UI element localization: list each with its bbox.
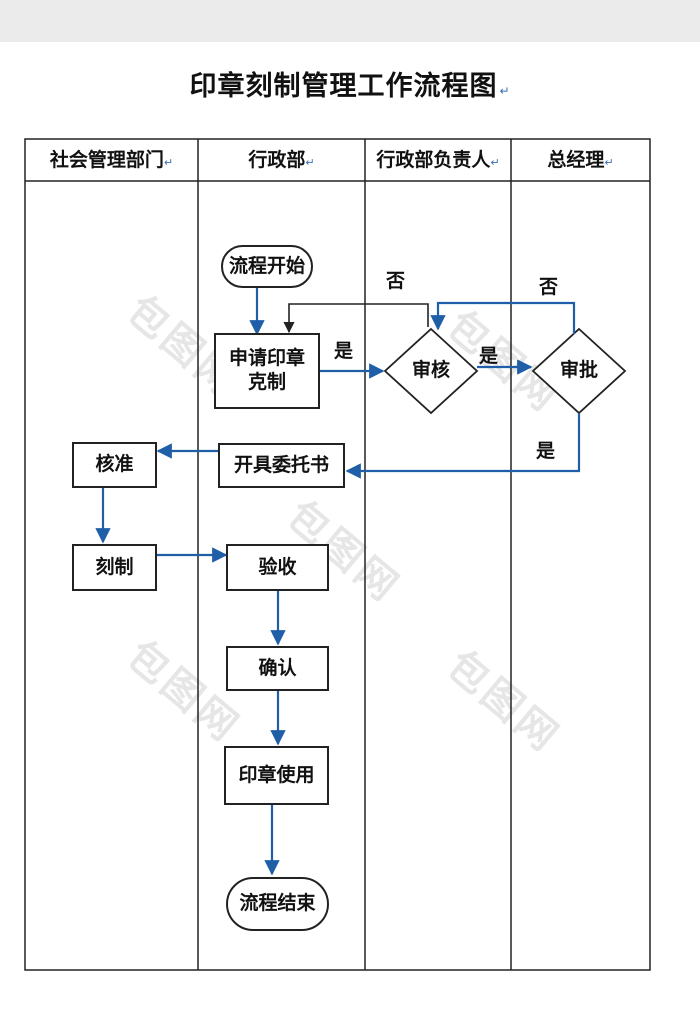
verify-label: 核准	[95, 453, 134, 476]
accept-node: 验收	[226, 544, 329, 591]
paragraph-mark-icon: ↵	[604, 156, 614, 169]
connectors	[95, 288, 581, 876]
lane-header-label: 总经理	[547, 149, 605, 171]
accept-label: 验收	[258, 555, 297, 578]
top-band	[0, 0, 700, 42]
engrave-node: 刻制	[72, 544, 157, 591]
letter-node: 开具委托书	[218, 443, 345, 488]
lane-header-admin: 行政部↵	[198, 139, 365, 181]
edge-label-no: 否	[386, 270, 406, 292]
edge-review-no	[283, 303, 429, 334]
title-text: 印章刻制管理工作流程图	[189, 71, 498, 102]
use-label: 印章使用	[238, 763, 315, 786]
lane-header-social: 社会管理部门↵	[25, 139, 198, 181]
end-label: 流程结束	[239, 892, 316, 915]
lane-header-label: 行政部负责人	[376, 149, 491, 171]
use-node: 印章使用	[224, 746, 329, 805]
review-label-wrap: 审核	[396, 356, 466, 386]
page-title: 印章刻制管理工作流程图↵	[0, 64, 700, 103]
review-label: 审核	[411, 359, 450, 382]
approve-label: 审批	[559, 359, 598, 382]
apply-label-line1: 申请印章	[228, 347, 305, 370]
paragraph-mark-icon: ↵	[163, 156, 174, 169]
confirm-node: 确认	[226, 646, 329, 691]
edge-label-yes: 是	[479, 345, 499, 367]
end-node: 流程结束	[226, 877, 329, 931]
review-diamond	[383, 327, 479, 415]
lane-header-label: 行政部	[248, 149, 306, 171]
edge-label-no: 否	[539, 276, 559, 298]
edge-approve-letter	[345, 413, 581, 479]
apply-label-line2: 克制	[247, 371, 286, 393]
edge-approve-no	[430, 301, 576, 334]
start-node: 流程开始	[221, 245, 313, 288]
edge-label-yes: 是	[334, 340, 354, 362]
edge-label-yes: 是	[536, 440, 556, 462]
letter-label: 开具委托书	[233, 453, 329, 476]
lane-header-admin-head: 行政部负责人↵	[365, 139, 511, 181]
paragraph-mark-icon: ↵	[490, 156, 500, 169]
confirm-label: 确认	[258, 656, 297, 679]
paragraph-mark-icon: ↵	[499, 84, 511, 98]
paragraph-mark-icon: ↵	[305, 156, 315, 169]
lane-header-label: 社会管理部门	[49, 149, 164, 171]
verify-node: 核准	[72, 442, 157, 488]
apply-node: 申请印章 克制	[214, 333, 320, 409]
start-label: 流程开始	[228, 254, 305, 277]
lane-header-gm: 总经理↵	[511, 139, 650, 181]
approve-label-wrap: 审批	[544, 356, 614, 386]
engrave-label: 刻制	[95, 555, 134, 578]
